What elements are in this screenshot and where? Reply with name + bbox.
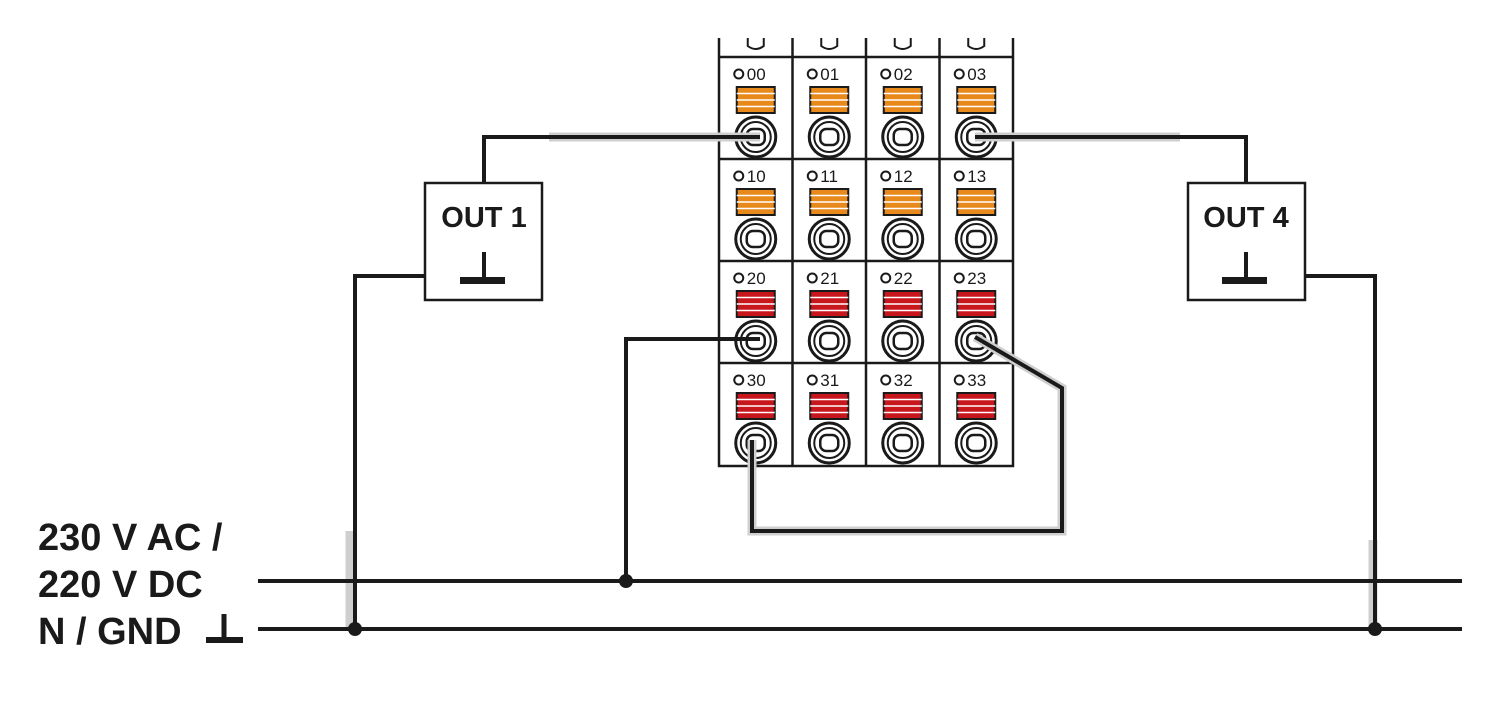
ground-symbol-icon	[460, 252, 505, 284]
terminal-number: 32	[894, 371, 913, 390]
terminal-number: 13	[967, 167, 986, 186]
terminal-number: 01	[820, 65, 839, 84]
terminal-number: 12	[894, 167, 913, 186]
junction-dot-gnd-right	[1368, 622, 1382, 636]
terminal-opening	[807, 115, 851, 159]
terminal-release-button	[956, 290, 997, 318]
led-indicator-icon	[953, 170, 965, 182]
wire-out4-gnd	[1305, 274, 1377, 629]
wire-supply-to-20	[624, 337, 760, 581]
wire-out1-gnd	[353, 274, 425, 629]
terminal-number: 23	[967, 269, 986, 288]
terminal-number: 11	[820, 167, 838, 186]
out1-module: OUT 1	[423, 181, 544, 302]
supply-label-line-3: N / GND	[38, 611, 182, 653]
terminal-number: 31	[820, 371, 839, 390]
terminal-number: 03	[967, 65, 986, 84]
terminal-release-button	[735, 86, 776, 114]
terminal-number: 00	[747, 65, 766, 84]
terminal-opening	[807, 217, 851, 261]
terminal-opening	[881, 217, 925, 261]
wire-23-to-30	[750, 335, 1064, 533]
led-indicator-icon	[880, 374, 892, 386]
wires	[258, 135, 1462, 631]
junction-dot-gnd-left	[348, 622, 362, 636]
terminal-release-button	[735, 392, 776, 420]
terminal-opening	[881, 421, 925, 465]
terminal-release-button	[809, 86, 850, 114]
out1-label: OUT 1	[441, 202, 526, 234]
terminal-release-button	[735, 290, 776, 318]
led-indicator-icon	[953, 374, 965, 386]
supply-label-line-2: 220 V DC	[38, 564, 203, 606]
terminal-release-button	[956, 188, 997, 216]
led-indicator-icon	[880, 170, 892, 182]
led-indicator-icon	[806, 374, 818, 386]
terminal-opening	[734, 217, 778, 261]
led-indicator-icon	[733, 374, 745, 386]
terminal-block: 00 01 02 03 10 11 12 13 20 21 22 23 30 31 32 33	[717, 38, 1015, 468]
wire-out4-signal	[975, 135, 1248, 183]
terminal-number: 20	[747, 269, 766, 288]
led-indicator-icon	[953, 68, 965, 80]
terminal-number: 33	[967, 371, 986, 390]
terminal-opening	[807, 421, 851, 465]
led-indicator-icon	[733, 170, 745, 182]
terminal-number: 22	[894, 269, 913, 288]
terminal-number: 10	[747, 167, 766, 186]
terminal-opening	[954, 217, 998, 261]
terminal-release-button	[956, 392, 997, 420]
out4-label: OUT 4	[1203, 202, 1288, 234]
wire-out1-signal	[482, 135, 760, 183]
out4-module: OUT 4	[1186, 181, 1307, 302]
led-indicator-icon	[733, 68, 745, 80]
terminal-release-button	[882, 188, 923, 216]
terminal-number: 30	[747, 371, 766, 390]
junction-dot-supply	[619, 574, 633, 588]
terminal-opening	[954, 421, 998, 465]
led-indicator-icon	[806, 272, 818, 284]
terminal-number: 21	[820, 269, 839, 288]
terminal-release-button	[882, 86, 923, 114]
terminal-release-button	[882, 392, 923, 420]
ground-symbol-icon	[1222, 252, 1267, 284]
terminal-release-button	[809, 290, 850, 318]
terminal-release-button	[809, 392, 850, 420]
terminal-opening	[807, 319, 851, 363]
led-indicator-icon	[733, 272, 745, 284]
led-indicator-icon	[880, 68, 892, 80]
terminal-release-button	[882, 290, 923, 318]
led-indicator-icon	[806, 68, 818, 80]
terminal-release-button	[735, 188, 776, 216]
terminal-opening	[881, 115, 925, 159]
led-indicator-icon	[880, 272, 892, 284]
supply-label-line-1: 230 V AC /	[38, 517, 223, 559]
led-indicator-icon	[806, 170, 818, 182]
terminal-release-button	[809, 188, 850, 216]
terminal-number: 02	[894, 65, 913, 84]
led-indicator-icon	[953, 272, 965, 284]
terminal-release-button	[956, 86, 997, 114]
gnd-symbol-icon	[206, 614, 243, 643]
terminal-opening	[881, 319, 925, 363]
